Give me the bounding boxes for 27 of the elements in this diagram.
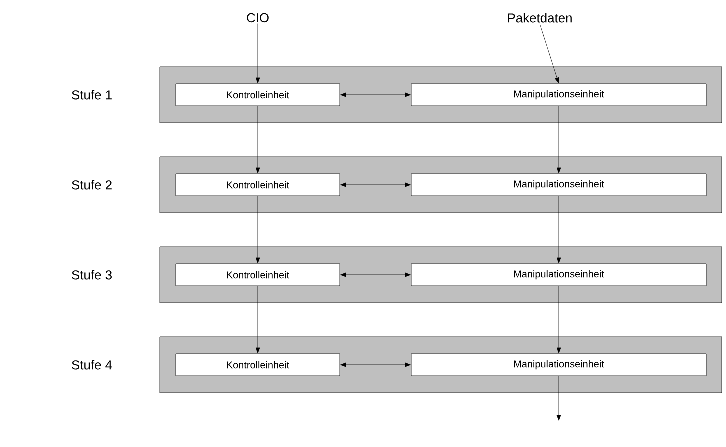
unit-box: Manipulationseinheit (411, 264, 707, 286)
arrow (556, 376, 562, 421)
arrow (340, 362, 411, 368)
arrow (340, 182, 411, 188)
unit-box: Kontrolleinheit (176, 174, 340, 196)
arrow (540, 24, 560, 84)
arrow (256, 106, 260, 174)
arrow (256, 196, 260, 264)
arrow (556, 196, 562, 264)
stage-label: Stufe 3 (72, 270, 112, 280)
arrow (556, 106, 562, 174)
unit-box: Kontrolleinheit (176, 264, 340, 286)
arrow (340, 92, 411, 98)
unit-box: Manipulationseinheit (411, 84, 707, 106)
input-label: CIO (247, 13, 269, 23)
unit-box: Kontrolleinheit (176, 354, 340, 376)
stage-label: Stufe 4 (72, 360, 112, 370)
arrow (256, 286, 260, 354)
input-label: Paketdaten (508, 13, 572, 23)
arrow (340, 272, 411, 278)
arrow (256, 24, 260, 84)
stage-label: Stufe 2 (72, 180, 112, 190)
stage-label: Stufe 1 (72, 90, 112, 100)
unit-box: Manipulationseinheit (411, 354, 707, 376)
unit-box: Manipulationseinheit (411, 174, 707, 196)
unit-box: Kontrolleinheit (176, 84, 340, 106)
arrow (556, 286, 562, 354)
